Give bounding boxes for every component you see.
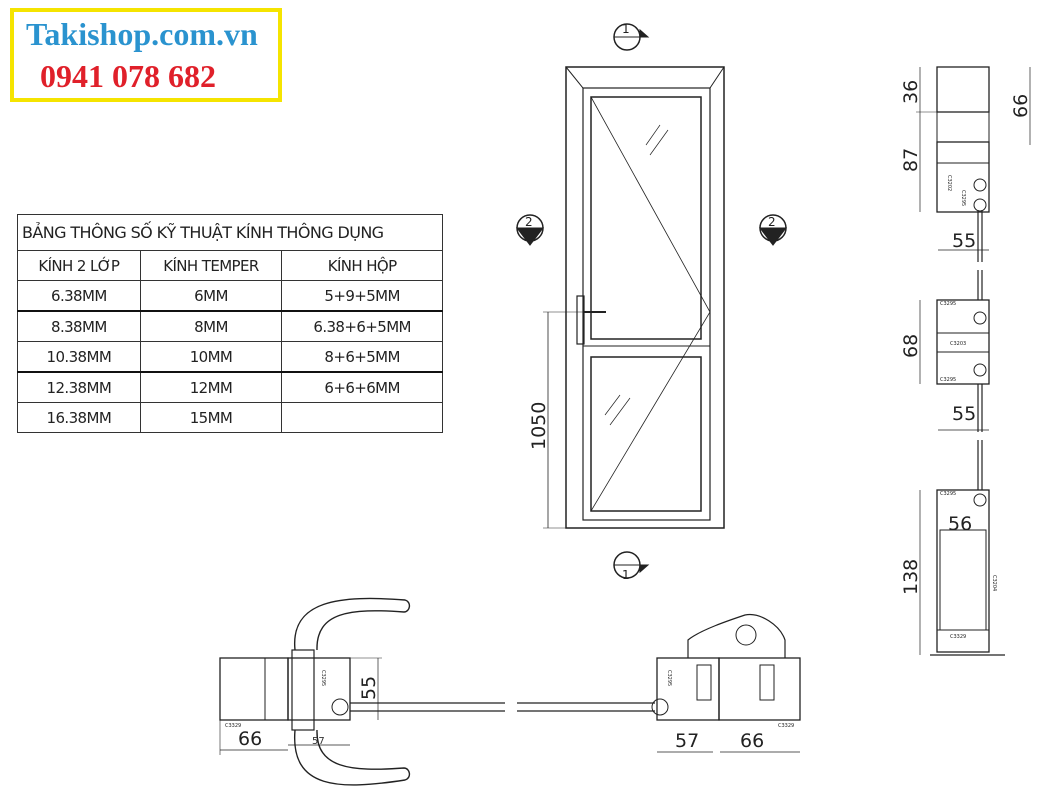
svg-text:C3295: C3295 <box>666 670 672 686</box>
dim-57-right: 57 <box>675 730 699 752</box>
svg-text:C3329: C3329 <box>225 723 241 729</box>
section-marker-1-top: 1 <box>613 22 650 51</box>
table-row: 8.38MM 8MM 6.38+6+5MM <box>17 310 443 342</box>
svg-text:C3329: C3329 <box>778 723 794 729</box>
dim-57-left: 57 <box>312 736 325 747</box>
top-glass-panel <box>590 96 702 340</box>
lever-handle-icon <box>294 597 411 786</box>
shop-logo: Takishop.com.vn 0941 078 682 <box>10 8 282 102</box>
svg-text:2: 2 <box>768 215 776 229</box>
svg-text:C3329: C3329 <box>950 634 966 640</box>
glass-spec-table: BẢNG THÔNG SỐ KỸ THUẬT KÍNH THÔNG DỤNG K… <box>17 214 443 433</box>
table-row: 16.38MM 15MM <box>17 402 443 433</box>
dim-55: 55 <box>952 230 976 252</box>
section-marker-2-right: 2 <box>758 214 788 246</box>
svg-text:1: 1 <box>622 22 630 36</box>
column-header: KÍNH 2 LỚP <box>17 250 141 281</box>
dim-36: 36 <box>900 80 922 104</box>
dim-138: 138 <box>900 559 922 595</box>
table-header-row: KÍNH 2 LỚP KÍNH TEMPER KÍNH HỘP <box>17 250 443 281</box>
bottom-glass-panel <box>590 356 702 512</box>
svg-text:C3202: C3202 <box>946 175 952 191</box>
dim-56: 56 <box>948 513 972 535</box>
svg-text:C3295: C3295 <box>320 670 326 686</box>
svg-text:C3295: C3295 <box>940 377 956 383</box>
svg-text:2: 2 <box>525 215 533 229</box>
svg-text:C3295: C3295 <box>940 491 956 497</box>
table-cell: 15MM <box>139 402 283 433</box>
table-cell: 6.38MM <box>17 280 141 312</box>
column-header: KÍNH HỘP <box>281 250 443 281</box>
table-cell: 16.38MM <box>17 402 141 433</box>
dim-55-height: 55 <box>358 676 380 700</box>
vertical-section: 36 66 87 55 68 55 138 56 C3202 C3295 C32… <box>900 66 1032 656</box>
table-cell: 8MM <box>139 310 283 342</box>
table-row: 12.38MM 12MM 6+6+6MM <box>17 371 443 403</box>
logo-phone: 0941 078 682 <box>40 58 216 94</box>
svg-text:C3295: C3295 <box>940 301 956 307</box>
section-marker-2-left: 2 <box>515 214 545 246</box>
table-cell: 12.38MM <box>17 371 141 403</box>
table-cell: 8.38MM <box>17 310 141 342</box>
section-marker-1-bottom: 1 <box>613 551 650 582</box>
dim-68: 68 <box>900 334 922 358</box>
horizontal-section: 66 57 55 57 66 C3329 C3295 C3295 C3329 <box>219 597 801 786</box>
table-cell: 5+9+5MM <box>281 280 443 312</box>
table-cell: 6+6+6MM <box>281 371 443 403</box>
dim-66-right: 66 <box>740 730 764 752</box>
dim-87: 87 <box>900 148 922 172</box>
logo-site-name: Takishop.com.vn <box>26 16 258 52</box>
handle-height-dim: 1050 <box>528 402 550 450</box>
dim-66-left: 66 <box>238 728 262 750</box>
table-cell <box>281 402 443 433</box>
table-cell: 6.38+6+5MM <box>281 310 443 342</box>
opening-direction-lines <box>590 96 711 512</box>
svg-text:1: 1 <box>622 568 630 582</box>
svg-text:C3295: C3295 <box>960 190 966 206</box>
dim-66: 66 <box>1010 94 1032 118</box>
table-row: 6.38MM 6MM 5+9+5MM <box>17 280 443 312</box>
door-elevation: 1050 1 1 2 2 <box>515 22 788 582</box>
svg-text:C3204: C3204 <box>991 575 997 591</box>
dim-55: 55 <box>952 403 976 425</box>
svg-text:C3203: C3203 <box>950 341 966 347</box>
table-row: 10.38MM 10MM 8+6+5MM <box>17 341 443 373</box>
